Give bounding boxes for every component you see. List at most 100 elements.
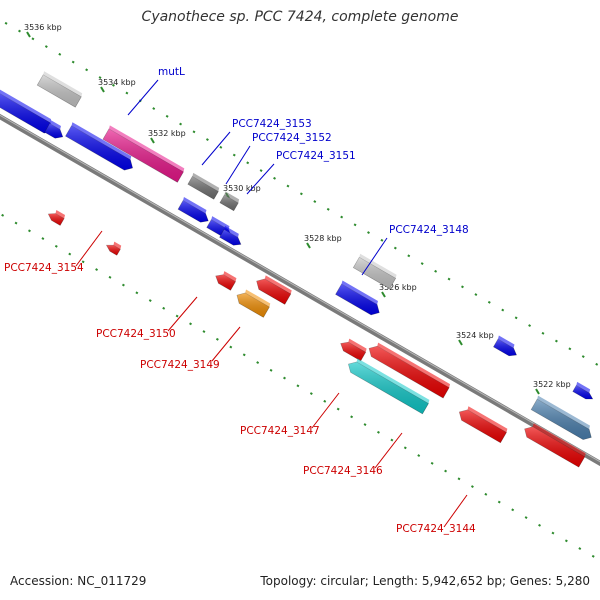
gene-red-tiny-2 xyxy=(105,241,122,256)
gene-blue-2 xyxy=(65,122,133,171)
tick-dot-outer xyxy=(528,324,532,327)
major-tick xyxy=(381,291,386,298)
tick-dot-inner xyxy=(189,322,192,326)
tick-dot-outer xyxy=(246,161,250,165)
major-tick xyxy=(306,242,311,249)
reverse-leader-line xyxy=(75,230,103,267)
gene-steel-1 xyxy=(530,395,592,440)
tick-label: 3524 kbp xyxy=(456,331,494,340)
gene-cyan-3147-shade xyxy=(348,361,429,414)
forward-leader-line xyxy=(246,163,275,195)
gene-red-tiny-1-shade xyxy=(48,213,65,226)
tick-dot-outer xyxy=(152,107,156,110)
gene-red-3146 xyxy=(368,342,451,399)
gene-orange-3149-shade xyxy=(236,292,270,318)
tick-dot-inner xyxy=(524,516,528,519)
gene-orange-3149 xyxy=(236,289,271,318)
gene-dark-gray-2-shade xyxy=(219,194,239,211)
gene-blue-tiny-shade xyxy=(572,385,593,399)
gene-blue-7 xyxy=(335,280,380,316)
gene-blue-small-top xyxy=(497,335,515,349)
tick-label: 3536 kbp xyxy=(24,23,62,32)
tick-dot-inner xyxy=(283,376,286,380)
tick-label: 3534 kbp xyxy=(98,78,136,87)
forward-gene-label: PCC7424_3152 xyxy=(252,132,332,144)
tick-dot-inner xyxy=(242,353,246,357)
tick-dot-outer xyxy=(514,316,518,320)
major-tick xyxy=(535,388,540,395)
forward-gene-label: PCC7424_3151 xyxy=(276,150,356,162)
tick-dot-outer xyxy=(112,83,115,87)
gene-red-tiny-1-top xyxy=(55,209,66,219)
tick-dot-outer xyxy=(18,29,21,33)
reverse-gene-label: PCC7424_3146 xyxy=(303,465,383,477)
gene-blue-7-top xyxy=(341,280,378,305)
tick-dot-outer xyxy=(232,153,236,157)
gene-blue-6-top xyxy=(224,225,239,238)
reverse-gene-label: PCC7424_3144 xyxy=(396,523,476,535)
major-tick xyxy=(150,137,155,144)
gene-red-tiny-2-top xyxy=(113,241,122,250)
reverse-leader-line xyxy=(443,494,468,528)
gene-gray-light-1 xyxy=(36,71,83,108)
tick-dot-inner xyxy=(390,438,394,442)
tick-dot-inner xyxy=(309,392,313,395)
gene-dark-gray-1-top xyxy=(192,172,220,192)
gene-gray-light-2 xyxy=(352,253,397,290)
gene-red-3-shade xyxy=(340,342,366,361)
map-title: Cyanothece sp. PCC 7424, complete genome xyxy=(141,9,459,25)
tick-label: 3532 kbp xyxy=(148,129,186,138)
gene-blue-1-shade xyxy=(0,93,53,134)
backbone-highlight xyxy=(0,114,600,463)
gene-dark-gray-2 xyxy=(219,191,240,212)
major-tick xyxy=(458,339,463,346)
gene-magenta-mutl-shade xyxy=(102,128,184,183)
tick-dot-inner xyxy=(551,531,555,535)
reverse-leader-line xyxy=(374,432,403,469)
tick-dot-inner xyxy=(578,547,582,550)
major-tick xyxy=(100,86,105,93)
gene-cyan-3147-top xyxy=(356,358,430,404)
gene-dark-gray-2-top xyxy=(224,191,240,203)
forward-leader-line xyxy=(201,131,231,166)
tick-dot-outer xyxy=(367,231,370,234)
tick-dot-outer xyxy=(380,238,384,242)
gene-dark-gray-1-shade xyxy=(187,176,219,200)
gene-blue-3-top xyxy=(49,120,61,130)
gene-magenta-mutl xyxy=(102,125,185,183)
tick-dot-inner xyxy=(363,423,367,426)
tick-dot-inner xyxy=(41,237,45,240)
tick-dot-inner xyxy=(215,337,219,341)
forward-leader-line xyxy=(361,237,388,276)
tick-dot-inner xyxy=(296,384,300,388)
gene-steel-1-shade xyxy=(531,399,592,440)
tick-dot-outer xyxy=(393,246,397,250)
tick-dot-inner xyxy=(108,275,112,279)
tick-dot-inner xyxy=(350,415,354,419)
tick-dot-outer xyxy=(326,207,330,211)
tick-dot-inner xyxy=(81,260,85,264)
tick-dot-inner xyxy=(564,539,568,543)
gene-steel-1-top xyxy=(537,395,591,430)
tick-dot-outer xyxy=(434,269,438,273)
gene-blue-4 xyxy=(177,197,209,223)
tick-dot-outer xyxy=(353,223,357,227)
gene-blue-3-shade xyxy=(44,123,63,139)
tick-dot-outer xyxy=(299,192,303,196)
gene-blue-tiny xyxy=(572,381,594,400)
tick-label: 3522 kbp xyxy=(533,380,571,389)
tick-dot-inner xyxy=(430,461,434,465)
tick-dot-outer xyxy=(541,331,545,335)
gene-blue-4-top xyxy=(183,197,207,214)
gene-red-4-top xyxy=(532,423,586,457)
tick-dot-outer xyxy=(554,339,558,343)
tick-dot-outer xyxy=(219,145,223,149)
backbone-line xyxy=(0,113,600,467)
tick-dot-outer xyxy=(44,45,48,48)
tick-dot-inner xyxy=(68,252,72,256)
tick-dot-inner xyxy=(591,554,595,558)
tick-dot-outer xyxy=(461,285,464,289)
gene-blue-4-shade xyxy=(178,200,209,223)
tick-label: 3526 kbp xyxy=(379,283,417,292)
forward-leader-line xyxy=(127,79,159,116)
